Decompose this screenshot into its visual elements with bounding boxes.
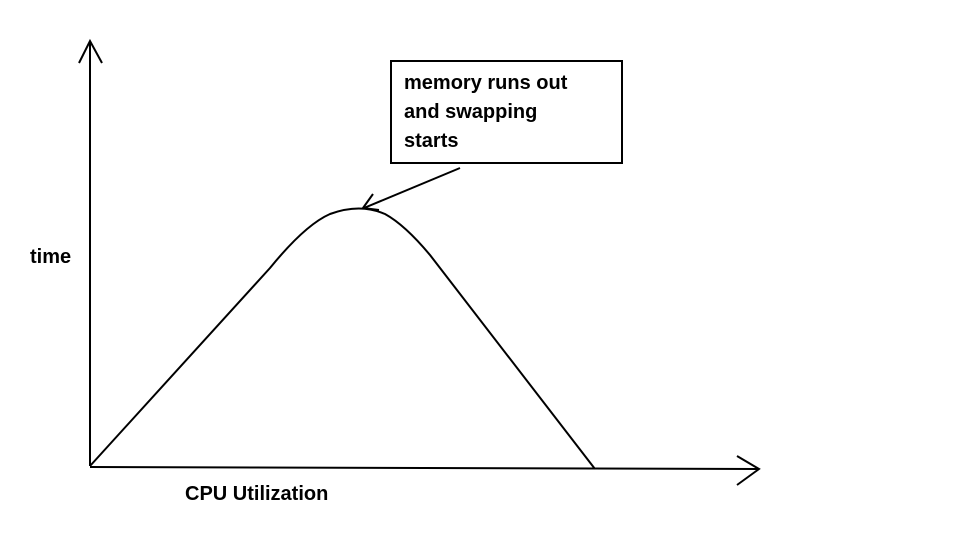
x-axis xyxy=(89,466,759,470)
y-axis-label: time xyxy=(30,246,72,268)
x-axis-label: CPU Utilization xyxy=(185,483,329,505)
utilization-curve xyxy=(89,207,596,470)
annotation-arrowhead xyxy=(361,193,380,211)
annotation-line-3: starts xyxy=(404,130,459,152)
annotation-text: memory runs out and swapping starts xyxy=(404,69,567,156)
annotation-line-2: and swapping xyxy=(404,101,538,123)
y-axis-arrowhead xyxy=(78,38,103,64)
x-axis-arrowhead xyxy=(736,455,761,486)
annotation-arrow-shaft xyxy=(363,167,461,209)
annotation-box: memory runs out and swapping starts xyxy=(390,60,623,164)
annotation-line-1: memory runs out xyxy=(404,72,568,94)
